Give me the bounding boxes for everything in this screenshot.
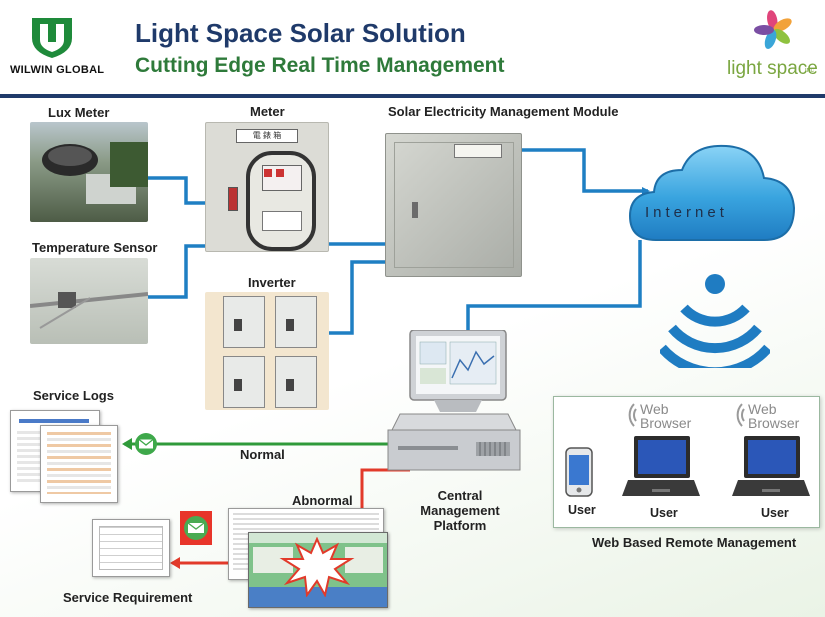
brand-name: WILWIN GLOBAL (10, 64, 105, 76)
arrow-inverter-to-module (318, 258, 402, 335)
user-phone-label: User (568, 503, 596, 517)
service-requirement-form (92, 519, 170, 577)
wilwin-logo (28, 14, 76, 60)
central-platform-line1: Central (437, 488, 483, 503)
arrow-lux-to-meter (147, 176, 220, 207)
meter-window (246, 151, 316, 251)
abnormal-dashboard (248, 532, 388, 608)
central-platform-line3: Platform (433, 518, 487, 533)
browser2-line2: Browser (748, 415, 800, 431)
internet-label: Internet (645, 204, 728, 221)
module-cabinet-photo (385, 133, 522, 277)
lightspace-logo-suffix: inc (805, 67, 814, 74)
meter-label: Meter (250, 104, 285, 119)
central-platform-line2: Management (420, 503, 500, 518)
header-rule (0, 94, 825, 98)
page-title: Light Space Solar Solution (135, 18, 466, 48)
normal-label: Normal (240, 447, 285, 462)
inverter-photo (205, 292, 329, 410)
wifi-icon (658, 262, 772, 378)
service-logs-document-front (40, 425, 118, 503)
lux-meter-label: Lux Meter (48, 105, 110, 120)
mail-icon-normal (134, 432, 158, 456)
temperature-sensor-label: Temperature Sensor (32, 240, 158, 255)
server-icon (384, 329, 524, 478)
browser1-line1: Web (640, 401, 669, 417)
arrow-module-to-internet (512, 148, 650, 195)
laptop-icon-2 (732, 434, 810, 502)
browser-wifi-icon-2 (722, 400, 746, 430)
lightspace-logo-text: light space (727, 58, 818, 79)
user-laptop1-label: User (650, 506, 678, 520)
meter-cabinet-photo: 電 錶 箱 (205, 122, 329, 252)
module-label: Solar Electricity Management Module (388, 104, 619, 119)
remote-management-label: Web Based Remote Management (592, 535, 797, 550)
cloud-icon (626, 140, 798, 250)
arrow-temp-to-meter (147, 242, 220, 299)
inverter-label: Inverter (248, 275, 296, 290)
meter-latch (228, 187, 238, 211)
browser-wifi-icon-1 (614, 400, 638, 430)
browser1-line2: Browser (640, 415, 692, 431)
browser2-line1: Web (748, 401, 777, 417)
service-requirement-label: Service Requirement (63, 590, 193, 605)
lux-meter-photo (30, 122, 148, 222)
user-laptop2-label: User (761, 506, 789, 520)
abnormal-label: Abnormal (292, 493, 353, 508)
lightspace-flower-logo (752, 8, 796, 54)
laptop-icon-1 (622, 434, 700, 502)
page-subtitle: Cutting Edge Real Time Management (135, 54, 505, 77)
service-logs-label: Service Logs (33, 388, 114, 403)
smartphone-icon (565, 447, 593, 497)
mail-icon-abnormal (180, 511, 212, 545)
meter-sign: 電 錶 箱 (236, 129, 298, 143)
temperature-sensor-photo (30, 258, 148, 344)
